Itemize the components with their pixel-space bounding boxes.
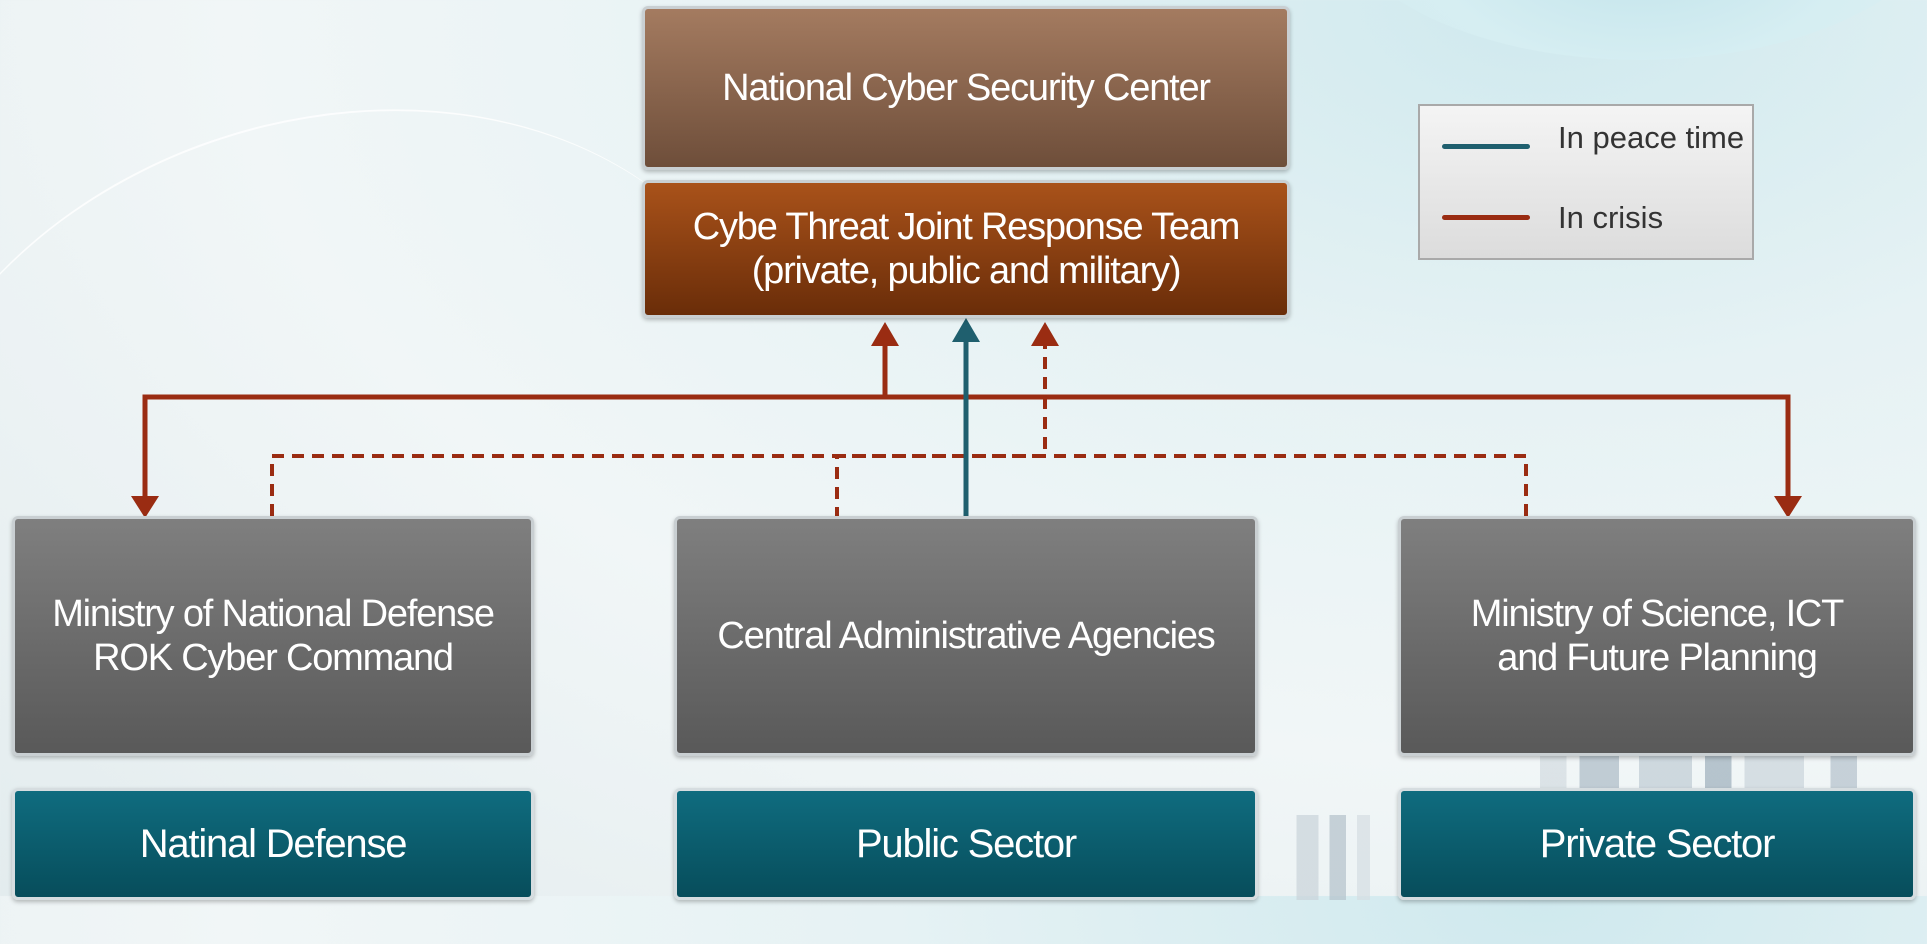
science-ministry-box: Ministry of Science, ICT and Future Plan… [1398, 516, 1916, 756]
background-tower-image [1280, 815, 1390, 900]
crisis-arrowhead-defense [131, 496, 159, 518]
connector-lines [131, 318, 1802, 518]
response-team-label-line2: (private, public and military) [751, 250, 1182, 292]
crisis-arrowhead-up-dashed [1031, 322, 1059, 346]
crisis-dashed-right [835, 454, 1528, 516]
sector-public: Public Sector [674, 788, 1258, 900]
sector-private: Private Sector [1398, 788, 1916, 900]
legend-crisis-swatch [1442, 215, 1530, 220]
sector-private-label: Private Sector [1539, 821, 1776, 866]
sector-public-label: Public Sector [855, 821, 1077, 866]
crisis-arrowhead-up-solid [871, 322, 899, 346]
crisis-arrowhead-science [1774, 496, 1802, 518]
defense-ministry-label-line2: ROK Cyber Command [93, 637, 454, 679]
legend-peace-label: In peace time [1558, 120, 1745, 155]
ncsc-label: National Cyber Security Center [722, 66, 1211, 109]
sector-defense: Natinal Defense [12, 788, 534, 900]
legend-crisis-label: In crisis [1558, 200, 1664, 235]
legend: In peace time In crisis [1418, 104, 1754, 260]
central-agencies-box: Central Administrative Agencies [674, 516, 1258, 756]
crisis-dashed-left [270, 346, 1047, 516]
legend-peace-swatch [1442, 144, 1530, 149]
peace-arrowhead-up [952, 318, 980, 342]
central-agencies-label: Central Administrative Agencies [717, 614, 1215, 657]
defense-ministry-box: Ministry of National Defense ROK Cyber C… [12, 516, 534, 756]
response-team-box: Cybe Threat Joint Response Team (private… [642, 180, 1290, 318]
ncsc-box: National Cyber Security Center [642, 6, 1290, 170]
science-ministry-label-line1: Ministry of Science, ICT [1470, 592, 1845, 635]
response-team-label-line1: Cybe Threat Joint Response Team [692, 205, 1241, 248]
defense-ministry-label-line1: Ministry of National Defense [52, 592, 495, 635]
science-ministry-label-line2: and Future Planning [1497, 637, 1818, 679]
sector-defense-label: Natinal Defense [139, 821, 408, 866]
